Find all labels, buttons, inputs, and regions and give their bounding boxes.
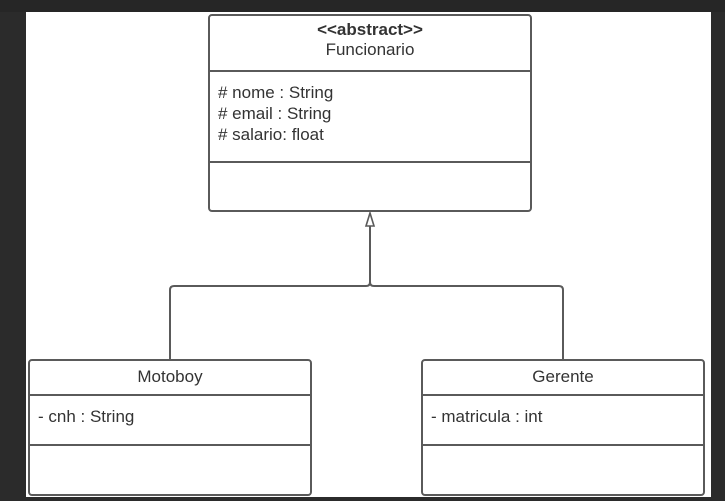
class-funcionario[interactable]: <<abstract>> Funcionario # nome : String… bbox=[208, 14, 532, 212]
gerente-inheritance-line bbox=[369, 281, 564, 360]
generalization-arrowhead-icon bbox=[364, 210, 376, 227]
window-top-bar bbox=[0, 0, 725, 12]
attribute-cnh: - cnh : String bbox=[38, 407, 135, 426]
class-motoboy[interactable]: Motoboy - cnh : String bbox=[28, 359, 312, 496]
class-funcionario-attributes: # nome : String # email : String # salar… bbox=[210, 72, 530, 163]
class-gerente-header: Gerente bbox=[423, 361, 703, 396]
class-funcionario-name: Funcionario bbox=[325, 40, 415, 59]
attribute-email: # email : String bbox=[218, 104, 332, 123]
class-gerente[interactable]: Gerente - matricula : int bbox=[421, 359, 705, 496]
class-motoboy-name: Motoboy bbox=[137, 367, 203, 386]
motoboy-inheritance-line bbox=[169, 226, 371, 360]
attribute-salario: # salario: float bbox=[218, 125, 324, 144]
attribute-matricula: - matricula : int bbox=[431, 407, 543, 426]
class-gerente-name: Gerente bbox=[532, 367, 594, 386]
class-funcionario-header: <<abstract>> Funcionario bbox=[210, 16, 530, 72]
class-motoboy-attributes: - cnh : String bbox=[30, 396, 310, 446]
class-funcionario-stereotype: <<abstract>> bbox=[317, 20, 423, 39]
attribute-nome: # nome : String bbox=[218, 83, 334, 102]
class-motoboy-header: Motoboy bbox=[30, 361, 310, 396]
class-gerente-attributes: - matricula : int bbox=[423, 396, 703, 446]
